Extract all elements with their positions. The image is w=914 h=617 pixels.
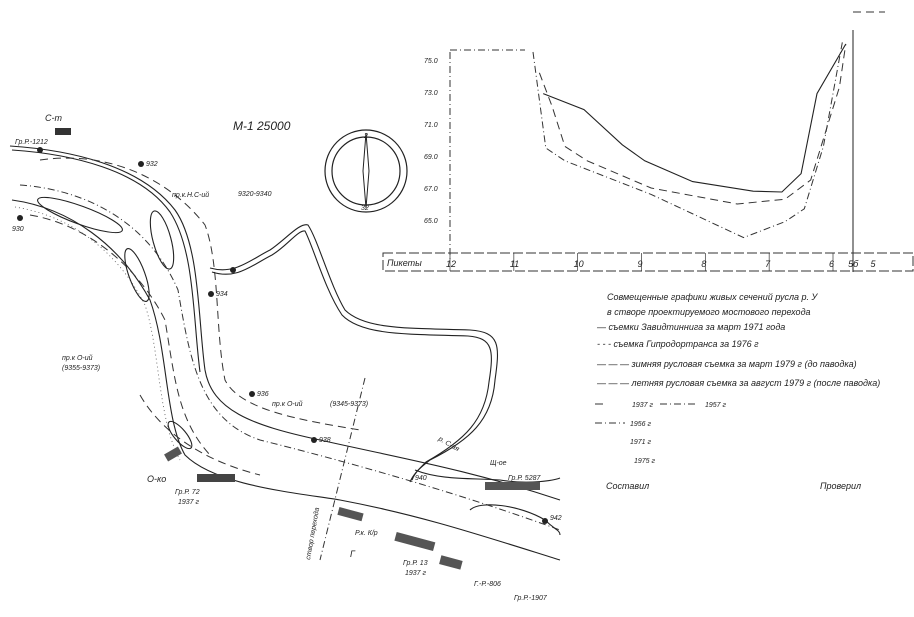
label-gr-bottom: Гр.Р. 13 <box>403 560 428 567</box>
legend: Совмещенные графики живых сечений русла … <box>595 292 880 491</box>
signed-left: Составил <box>606 481 649 491</box>
x-tick-label: 5б <box>848 259 859 269</box>
bank-left-lower <box>139 394 261 476</box>
label-gr-left: Гр.Р. 72 <box>175 489 200 496</box>
legend-item: - - - съемка Гипродортранса за 1976 г <box>597 339 759 349</box>
tributary <box>209 224 498 481</box>
label-942: 942 <box>550 515 562 522</box>
legend-year: 1975 г <box>634 458 656 465</box>
label-sh-e: Щ-ое <box>490 460 507 467</box>
x-axis-label: Пикеты <box>387 258 422 268</box>
label-938: 938 <box>319 437 331 444</box>
label-940: 940 <box>415 475 427 482</box>
label-932: 932 <box>146 161 158 168</box>
legend-item: — — — зимняя русловая съемка за март 197… <box>596 359 857 369</box>
label-o-ko: О-ко <box>147 474 166 484</box>
label-km-top: 9320-9340 <box>238 191 272 198</box>
series-line-0 <box>542 43 847 193</box>
x-tick-label: 11 <box>510 259 519 269</box>
label-gr-left-year: 1937 г <box>178 499 200 506</box>
label-crossing-top: пр.к.Н.С-ий <box>172 191 209 199</box>
building <box>439 555 463 570</box>
river-outer-bank <box>9 145 561 501</box>
label-km-left: (9355-9373) <box>62 365 100 372</box>
y-tick-label: 71.0 <box>424 122 438 129</box>
y-tick-label: 73.0 <box>424 90 438 97</box>
island <box>149 210 175 270</box>
x-tick-label: 9 <box>638 259 643 269</box>
label-section: створ перехода <box>304 507 321 561</box>
label-936: 936 <box>257 391 269 398</box>
label-930: 930 <box>12 226 24 233</box>
building <box>55 128 71 135</box>
river-inner-bank-hatch <box>14 206 181 461</box>
legend-title-2: в створе проектируемого мостового перехо… <box>607 307 811 317</box>
label-gr-top: Гр.Р.-1212 <box>15 139 48 146</box>
signed-right: Проверил <box>820 481 861 491</box>
legend-year: 1957 г <box>705 402 727 409</box>
compass-north-label: 2 <box>363 133 368 140</box>
isobath-inner <box>29 214 211 456</box>
legend-year: 1956 г <box>630 421 652 428</box>
label-km-mid: (9345-9373) <box>330 401 368 408</box>
island <box>124 247 150 303</box>
label-g: Г <box>350 549 356 559</box>
compass-south-label: 32 <box>361 205 369 212</box>
label-gr-bottom3: Гр.Р.-1907 <box>514 595 548 602</box>
label-gr-bottom-year: 1937 г <box>405 570 427 577</box>
isobath-outer <box>39 157 361 431</box>
picket-axis-box <box>382 252 914 272</box>
x-tick-label: 10 <box>574 259 584 269</box>
legend-title-1: Совмещенные графики живых сечений русла … <box>607 292 819 302</box>
x-tick-label: 5 <box>870 259 876 269</box>
river-outer-bank-double <box>11 149 201 373</box>
island <box>37 196 123 234</box>
label-crossing-left: пр.к О-ий <box>62 354 93 362</box>
label-crossing-mid: пр.к О-ий <box>272 400 303 408</box>
river-right-branch <box>414 469 561 483</box>
label-934: 934 <box>216 291 228 298</box>
island <box>167 420 193 450</box>
section-line <box>319 377 366 561</box>
label-gr-right: Гр.Р. 5287 <box>508 475 541 482</box>
series-line-2 <box>532 40 844 239</box>
x-tick-label: 6 <box>829 259 834 269</box>
building <box>337 507 364 522</box>
y-tick-label: 69.0 <box>424 154 438 161</box>
legend-year: 1937 г <box>632 402 654 409</box>
legend-item: — съемки Завидтиннига за март 1971 года <box>596 322 785 332</box>
building <box>485 482 540 490</box>
survey-points <box>17 147 548 524</box>
building <box>394 531 436 552</box>
x-tick-label: 7 <box>765 259 771 269</box>
legend-year: 1971 г <box>630 439 652 446</box>
river-inner-bank <box>11 199 561 561</box>
y-tick-label: 67.0 <box>424 186 438 193</box>
y-tick-label: 65.0 <box>424 218 438 225</box>
building <box>164 446 182 462</box>
legend-item: — — — летняя русловая съемка за август 1… <box>596 378 880 388</box>
y-tick-label: 75.0 <box>424 58 438 65</box>
label-rk: Р.к. К/р <box>355 530 378 537</box>
x-tick-label: 12 <box>446 259 456 269</box>
label-s-m: С-т <box>45 113 62 123</box>
x-tick-label: 8 <box>701 259 706 269</box>
tributary-bank <box>211 230 492 483</box>
map-scale: М-1 25000 <box>233 119 291 133</box>
cross-section-chart: Пикеты 12 11 10 9 8 7 6 5б 5 75.0 73.0 71.0 69.0 67.0… <box>382 11 914 272</box>
series-line-1 <box>538 43 847 205</box>
compass-icon: 2 32 <box>324 129 408 213</box>
fairway <box>19 184 561 531</box>
label-gr-bottom2: Г.-Р.-806 <box>474 581 501 588</box>
building <box>197 474 235 482</box>
river-map: М-1 25000 С-т Гр.Р.-1212 932 930 пр.к.Н.… <box>9 113 562 602</box>
